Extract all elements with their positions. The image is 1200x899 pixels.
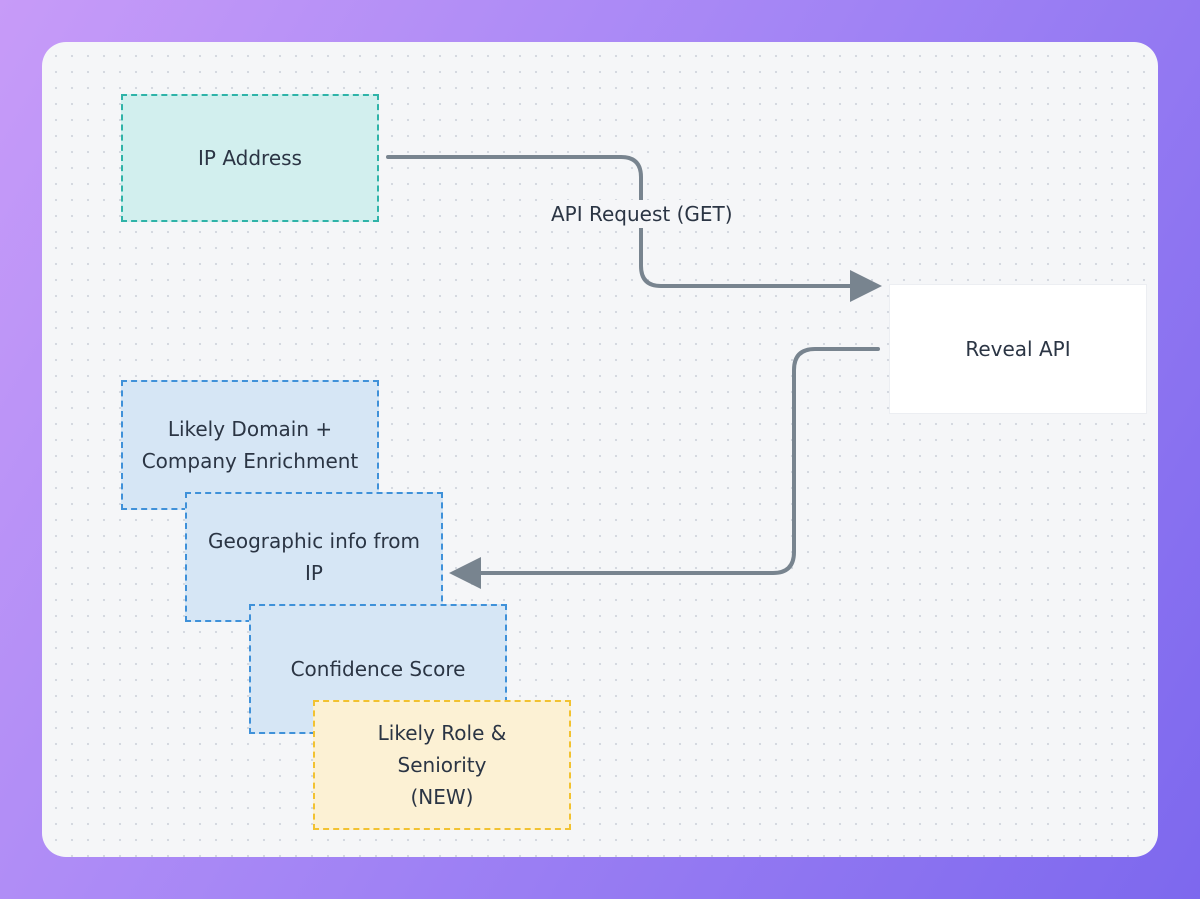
- likely-domain-node[interactable]: Likely Domain + Company Enrichment: [121, 380, 379, 510]
- likely-domain-label: Likely Domain + Company Enrichment: [141, 417, 359, 473]
- reveal-api-node[interactable]: Reveal API: [890, 285, 1146, 413]
- diagram-canvas: API Request (GET) IP Address Reveal API …: [42, 42, 1158, 857]
- geographic-info-node[interactable]: Geographic info from IP: [185, 492, 443, 622]
- geographic-info-label: Geographic info from IP: [208, 529, 420, 585]
- request-edge-label: API Request (GET): [549, 200, 735, 228]
- confidence-score-label: Confidence Score: [290, 657, 466, 681]
- ip-address-label: IP Address: [198, 146, 302, 170]
- role-seniority-node[interactable]: Likely Role & Seniority (NEW): [313, 700, 571, 830]
- role-seniority-label: Likely Role & Seniority (NEW): [377, 721, 507, 809]
- reveal-api-label: Reveal API: [965, 337, 1071, 361]
- ip-address-node[interactable]: IP Address: [121, 94, 379, 222]
- response-connector: [449, 347, 880, 589]
